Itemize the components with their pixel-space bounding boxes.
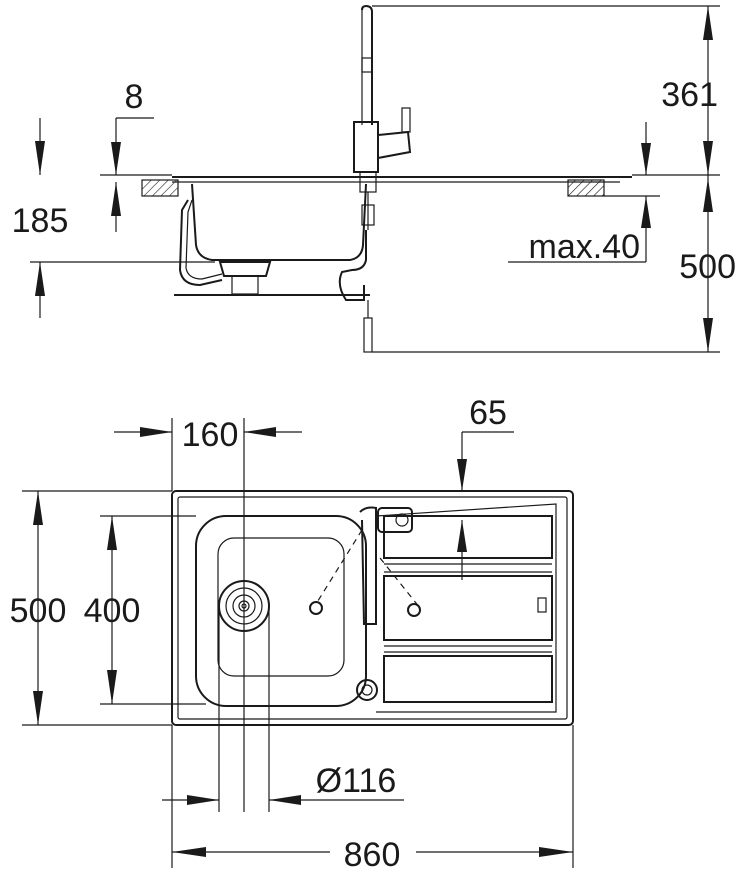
dim-rim-thickness-label: 8 <box>125 78 144 116</box>
overflow-icon <box>356 679 378 701</box>
dim-drainer-offset-label: 65 <box>469 394 507 432</box>
dim-bowl-depth-side-label: 185 <box>12 202 69 240</box>
worktop-left <box>141 179 179 197</box>
drainer-area <box>375 503 557 713</box>
siphon-trap <box>338 230 367 301</box>
dim-max-worktop-label: max.40 <box>529 228 641 266</box>
waste-fitting <box>218 261 272 277</box>
dim-waste-diameter-label: Ø116 <box>316 762 397 800</box>
dim-bowl-depth-top-label: 400 <box>84 592 141 630</box>
dim-under-depth-label: 500 <box>679 248 736 286</box>
bowl-outline <box>195 515 367 707</box>
top-view: 160 65 500 400 Ø116 <box>10 394 574 872</box>
worktop-right <box>567 179 605 197</box>
dim-overall-depth-label: 500 <box>10 592 67 630</box>
bowl-inner <box>217 537 345 677</box>
bowl-profile <box>191 183 367 261</box>
tap-top-icon <box>309 506 421 625</box>
overflow-pipe <box>178 199 223 287</box>
tap-assembly <box>353 4 412 353</box>
dim-tap-height-label: 361 <box>661 76 718 114</box>
dim-bowl-offset-label: 160 <box>182 416 239 454</box>
dim-overall-width-label: 860 <box>344 836 401 872</box>
side-view: 361 500 8 185 max.40 <box>12 4 736 353</box>
sink-outline <box>171 490 574 726</box>
